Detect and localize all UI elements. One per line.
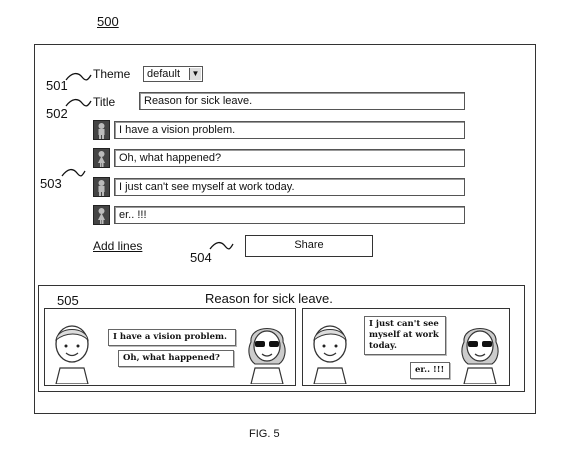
theme-select[interactable]: default ▼ [143, 66, 203, 82]
theme-label: Theme [93, 67, 131, 81]
ui-frame [34, 44, 536, 414]
male-avatar-icon[interactable] [93, 177, 110, 197]
male-character-icon [55, 325, 89, 384]
leader-502 [65, 98, 92, 107]
ref-501: 501 [46, 78, 68, 93]
ref-503: 503 [40, 176, 62, 191]
speech-bubble: I just can't see myself at work today. [364, 316, 446, 355]
dialogue-line-3-input[interactable]: I just can't see myself at work today. [114, 178, 465, 196]
add-lines-link[interactable]: Add lines [93, 239, 143, 253]
comic-title: Reason for sick leave. [205, 291, 333, 306]
dialogue-line-4-input[interactable]: er.. !!! [114, 206, 465, 224]
ref-502: 502 [46, 106, 68, 121]
comic-preview [38, 285, 525, 392]
female-avatar-icon[interactable] [93, 205, 110, 225]
speech-bubble: er.. !!! [410, 362, 450, 379]
figure-caption: FIG. 5 [249, 428, 280, 440]
male-avatar-icon[interactable] [93, 120, 110, 140]
speech-bubble: I have a vision problem. [108, 329, 236, 346]
male-character-icon [313, 325, 347, 384]
dialogue-line-1-input[interactable]: I have a vision problem. [114, 121, 465, 139]
leader-501 [65, 72, 92, 81]
female-avatar-icon[interactable] [93, 148, 110, 168]
female-character-icon [461, 328, 499, 384]
title-input[interactable]: Reason for sick leave. [139, 92, 465, 110]
share-button[interactable]: Share [245, 235, 373, 257]
speech-bubble: Oh, what happened? [118, 350, 234, 367]
ref-504: 504 [190, 250, 212, 265]
chevron-down-icon[interactable]: ▼ [189, 68, 201, 80]
leader-503 [61, 168, 86, 177]
female-character-icon [248, 328, 286, 384]
theme-select-value: default [147, 68, 181, 80]
figure-ref-500: 500 [97, 14, 119, 29]
leader-504 [209, 241, 234, 250]
title-label: Title [93, 95, 116, 109]
dialogue-line-2-input[interactable]: Oh, what happened? [114, 149, 465, 167]
ref-505: 505 [57, 293, 79, 308]
